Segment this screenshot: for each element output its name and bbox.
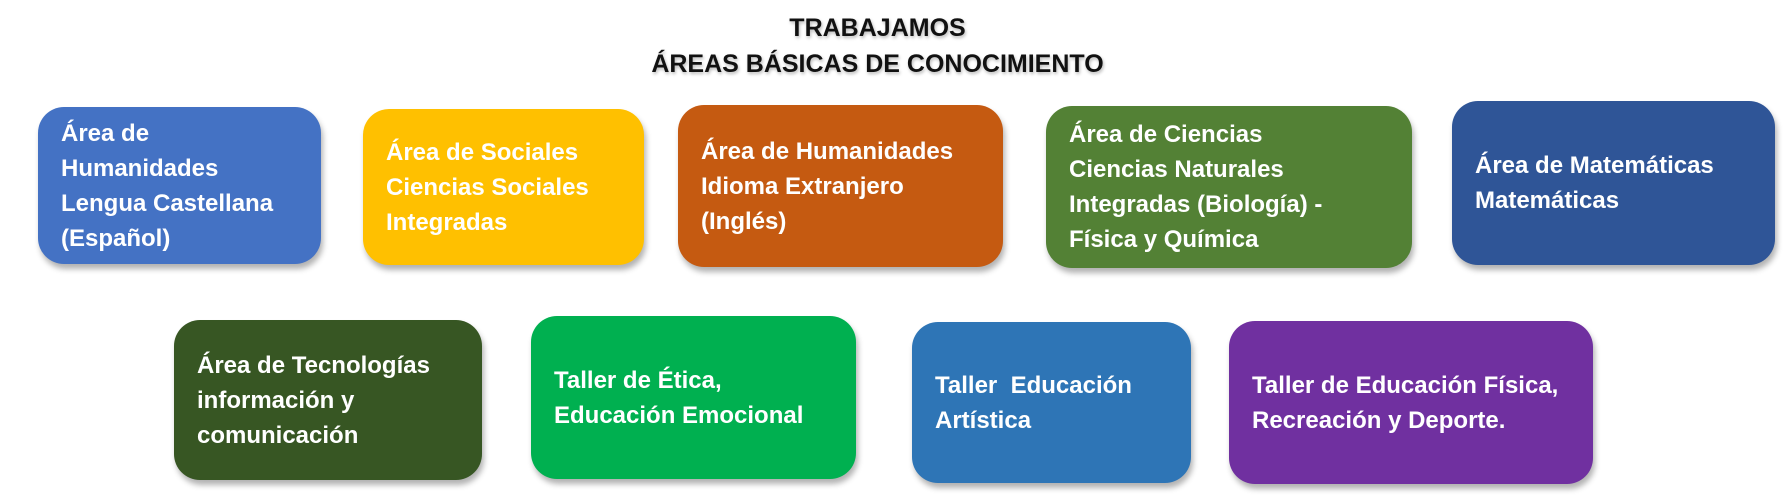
box-text-line: Física y Química — [1069, 226, 1259, 253]
box-text-line: comunicación — [197, 421, 359, 449]
box-text-line: Educación Emocional — [554, 401, 804, 429]
box-text-line: Humanidades — [61, 154, 219, 182]
area-tecnologias-box: Área de Tecnologías información y comuni… — [174, 320, 482, 480]
box-text-line: Área de Matemáticas — [1475, 152, 1714, 179]
taller-educacion-artistica-box: Taller Educación Artística — [912, 322, 1191, 483]
area-matematicas-box: Área de Matemáticas Matemáticas — [1452, 101, 1775, 265]
box-text-line: Idioma Extranjero — [701, 172, 904, 200]
box-text-line: Área de Ciencias — [1069, 121, 1263, 148]
taller-etica-box: Taller de Ética, Educación Emocional — [531, 316, 856, 479]
box-text-line: Lengua Castellana — [61, 189, 274, 217]
taller-educacion-fisica-box: Taller de Educación Física, Recreación y… — [1229, 321, 1593, 484]
box-text-line: información y — [197, 386, 355, 414]
box-text-line: Artística — [935, 406, 1032, 434]
box-text-line: Matemáticas — [1475, 187, 1620, 214]
box-text-line: Área de Humanidades — [701, 137, 954, 165]
box-text-line: Recreación y Deporte. — [1252, 406, 1506, 434]
area-humanidades-idioma-extranjero-box: Área de Humanidades Idioma Extranjero (I… — [678, 105, 1003, 267]
box-text-line: (Español) — [61, 224, 171, 252]
box-text-line: Taller de Educación Física, — [1252, 371, 1559, 399]
box-text-line: Área de — [61, 119, 150, 147]
diagram-title: TRABAJAMOS ÁREAS BÁSICAS DE CONOCIMIENTO — [0, 10, 1755, 82]
title-line-1: TRABAJAMOS — [789, 14, 966, 42]
box-text-line: Ciencias Sociales — [386, 173, 589, 201]
box-text-line: Ciencias Naturales — [1069, 156, 1284, 183]
box-text-line: Taller Educación — [935, 371, 1132, 399]
area-ciencias-box: Área de Ciencias Ciencias Naturales Inte… — [1046, 106, 1412, 268]
box-text-line: (Inglés) — [701, 207, 787, 235]
box-text-line: Área de Sociales — [386, 138, 579, 166]
area-sociales-box: Área de Sociales Ciencias Sociales Integ… — [363, 109, 644, 265]
box-text-line: Área de Tecnologías — [197, 351, 430, 379]
title-line-2: ÁREAS BÁSICAS DE CONOCIMIENTO — [651, 50, 1104, 78]
box-text-line: Taller de Ética, — [554, 366, 722, 394]
box-text-line: Integradas — [386, 208, 508, 236]
area-humanidades-lengua-castellana-box: Área de Humanidades Lengua Castellana (E… — [38, 107, 321, 264]
box-text-line: Integradas (Biología) - — [1069, 191, 1323, 218]
